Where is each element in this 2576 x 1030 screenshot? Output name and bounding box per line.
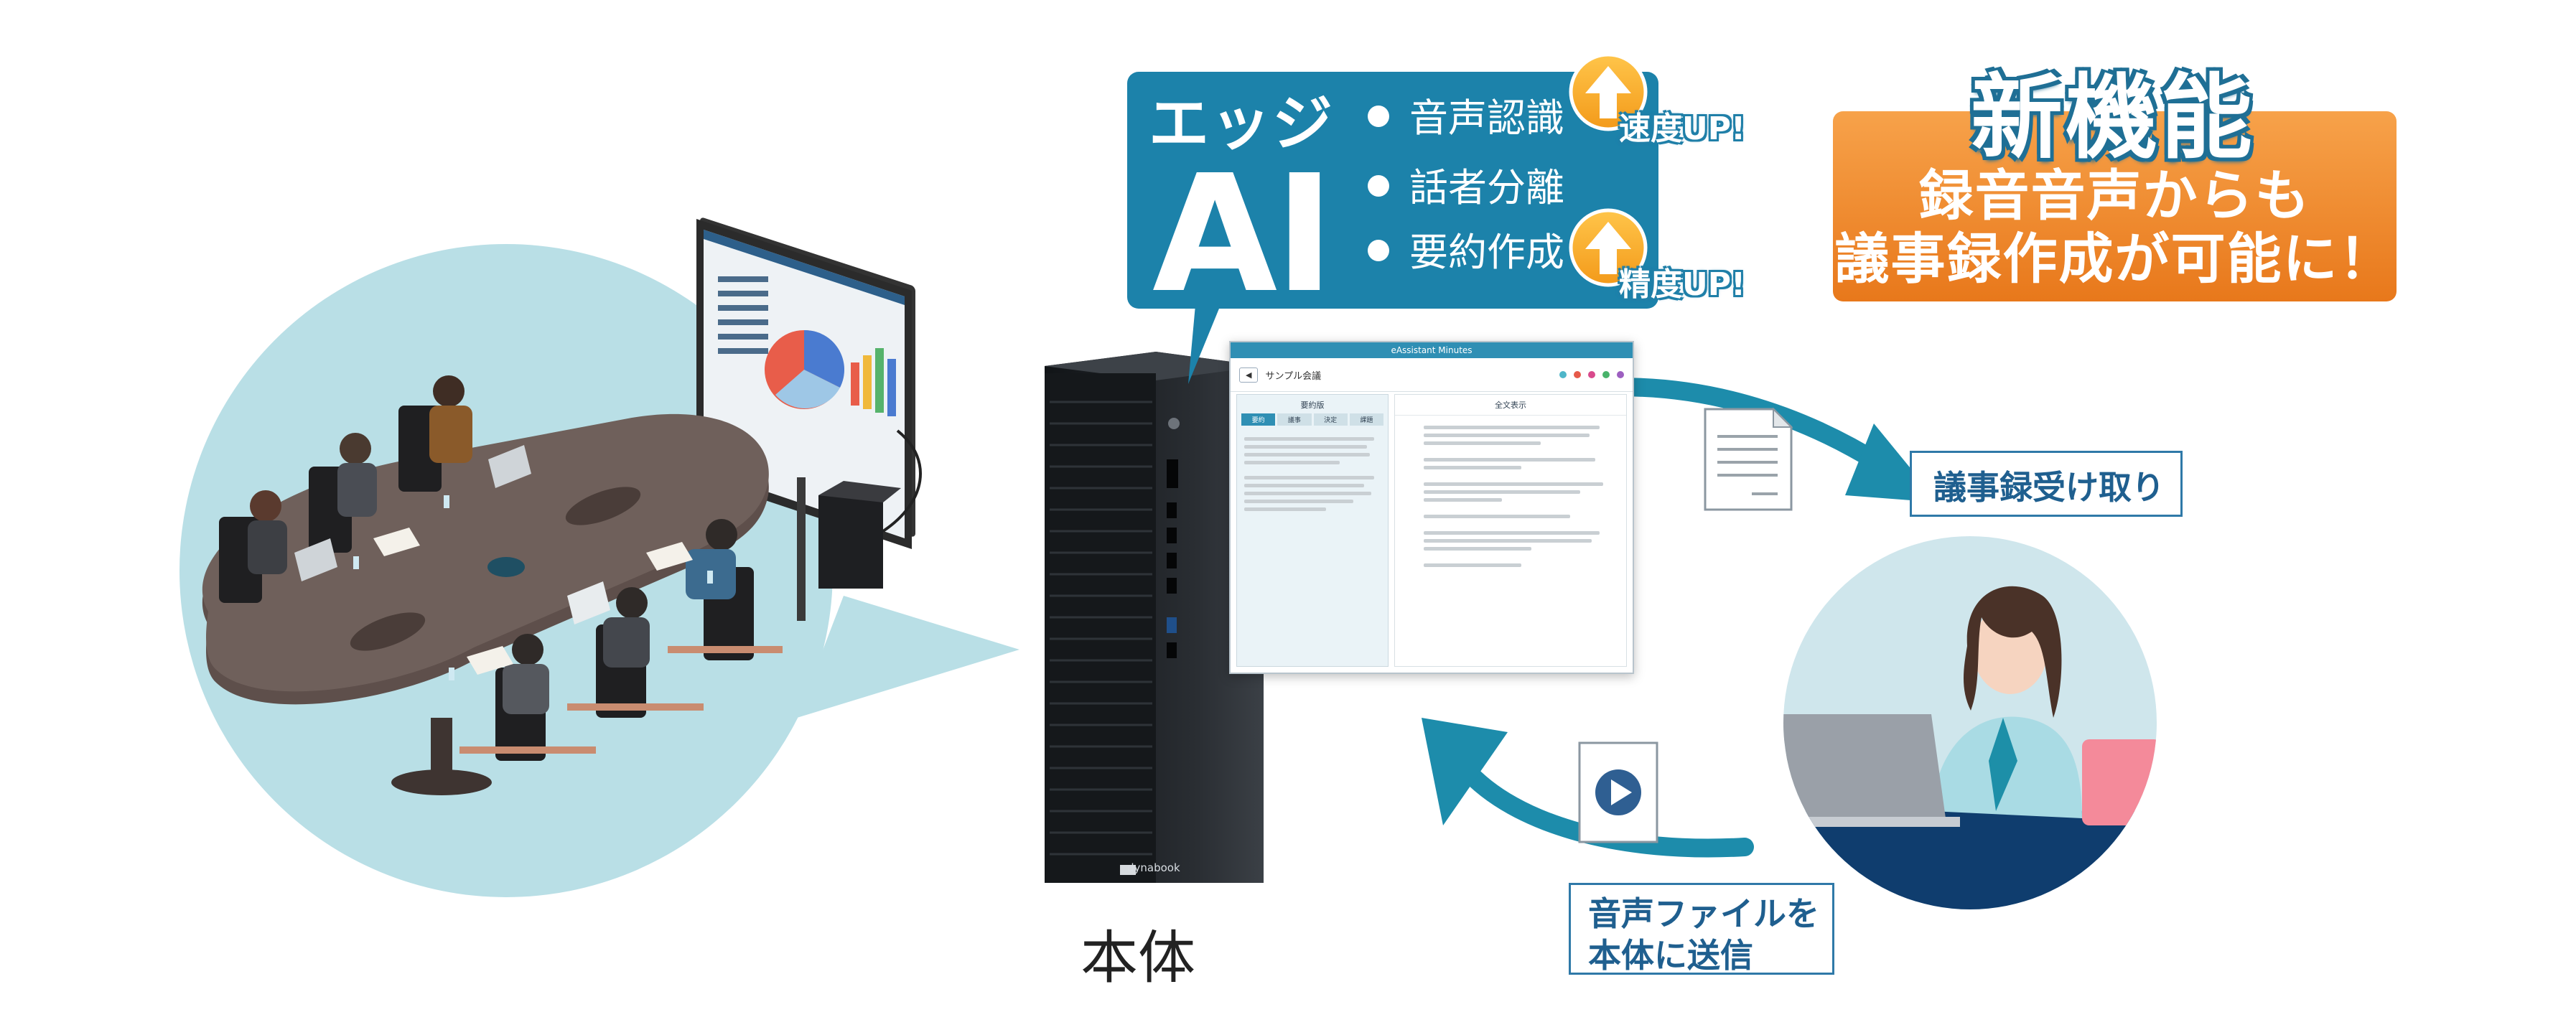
- receive-minutes-label: 議事録受け取り: [1910, 451, 2183, 517]
- app-title-bar: eAssistant Minutes: [1231, 342, 1633, 358]
- summary-header: 要約版: [1300, 401, 1325, 410]
- summary-text: [1237, 426, 1388, 523]
- new-feature-title: 新機能: [1971, 65, 2256, 172]
- bullet-icon: [1368, 106, 1389, 128]
- send-audio-label: 音声ファイルを 本体に送信: [1569, 883, 1834, 975]
- speaker-icon: [1574, 371, 1581, 378]
- main-unit-label: 本体: [1081, 924, 1195, 991]
- pc-brand-label: dynabook: [1127, 861, 1180, 874]
- new-feature-line1: 録音音声からも: [1918, 164, 2311, 228]
- ai-label: AI: [1152, 141, 1335, 329]
- transcript-header: 全文表示: [1395, 395, 1626, 416]
- feature-speech-recognition: 音声認識: [1368, 99, 1564, 138]
- summary-tabs: 要約 議事 決定 課題: [1237, 413, 1388, 426]
- accuracy-up-label: 精度UP!: [1619, 266, 1746, 303]
- meeting-name: サンプル会議: [1265, 370, 1322, 382]
- minutes-app-window: eAssistant Minutes ◀ サンプル会議 要約版 要約 議事 決定…: [1229, 341, 1634, 674]
- speaker-icon: [1617, 371, 1624, 378]
- arrow-to-main-unit: [1422, 718, 1754, 858]
- back-button[interactable]: ◀: [1239, 367, 1259, 383]
- audio-file-icon: [1578, 741, 1658, 843]
- tab-issue[interactable]: 課題: [1349, 413, 1383, 426]
- transcript-panel: 全文表示: [1394, 394, 1627, 667]
- tab-decision[interactable]: 決定: [1313, 413, 1348, 426]
- speaker-icon: [1602, 371, 1610, 378]
- speaker-icon: [1588, 371, 1595, 378]
- edge-ai-callout: [1127, 52, 1658, 384]
- transcript-lines: [1395, 416, 1626, 567]
- pc-tower: [1045, 352, 1264, 883]
- summary-panel: 要約版 要約 議事 決定 課題: [1236, 394, 1389, 667]
- tab-summary[interactable]: 要約: [1241, 413, 1276, 426]
- edge-label: エッジ: [1149, 88, 1335, 159]
- feature-summary: 要約作成: [1368, 233, 1564, 272]
- speaker-icon: [1559, 371, 1567, 378]
- bullet-icon: [1368, 175, 1389, 197]
- new-feature-badge: [1833, 111, 2397, 301]
- document-icon: [1704, 407, 1793, 511]
- bullet-icon: [1368, 240, 1389, 262]
- meeting-room-illustration: [179, 217, 1019, 897]
- tab-agenda[interactable]: 議事: [1277, 413, 1312, 426]
- speed-up-label: 速度UP!: [1619, 111, 1746, 147]
- new-feature-line2: 議事録作成が可能に！: [1834, 227, 2395, 291]
- app-toolbar: ◀ サンプル会議: [1231, 358, 1633, 392]
- office-worker-illustration: [1783, 536, 2157, 909]
- feature-speaker-separation: 話者分離: [1368, 169, 1564, 207]
